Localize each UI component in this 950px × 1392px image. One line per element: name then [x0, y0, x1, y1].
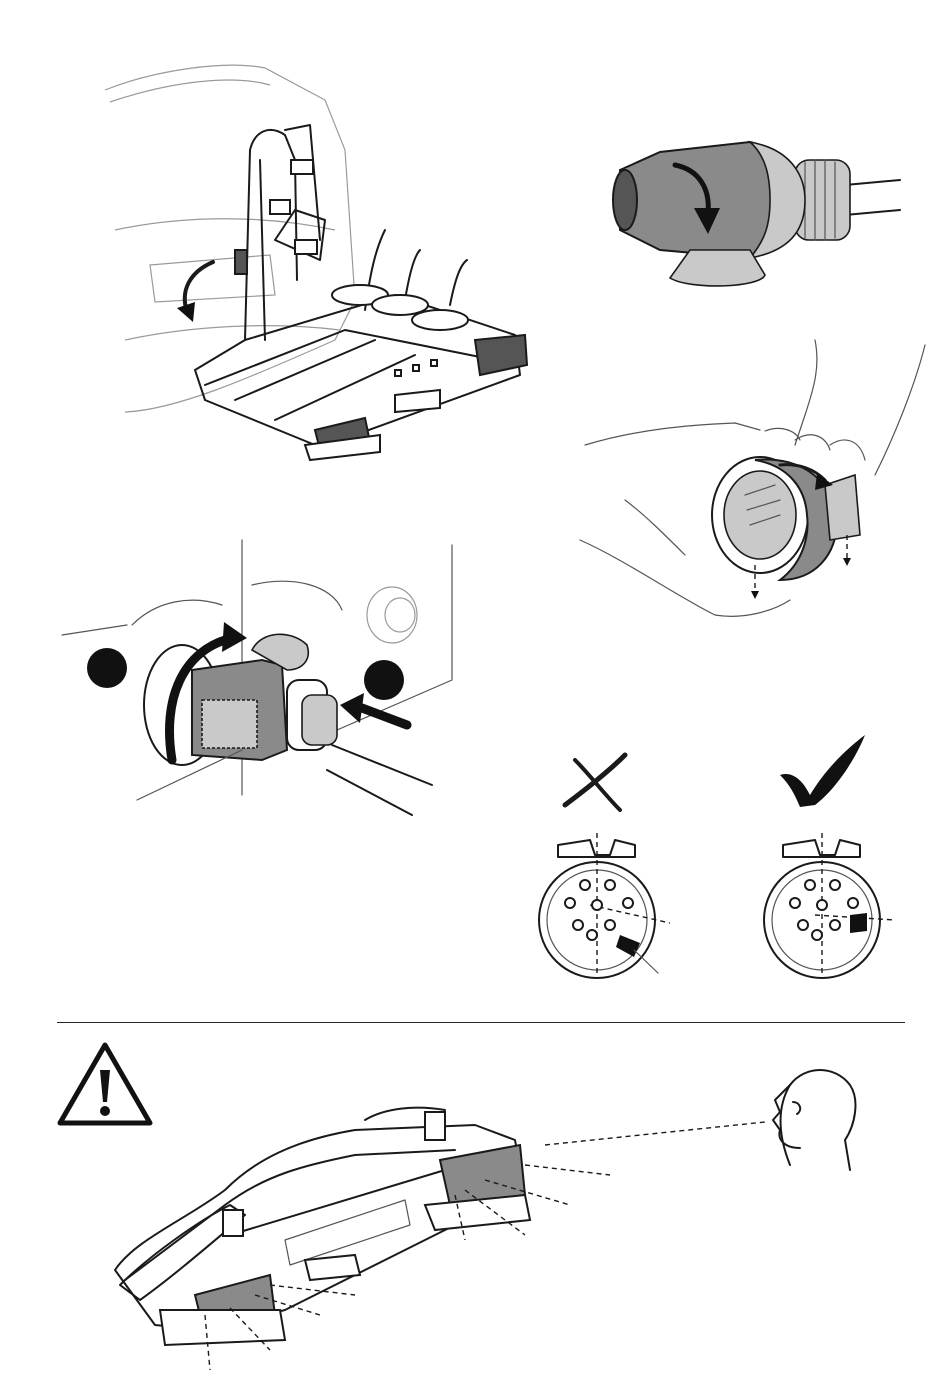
pin-check-correct-figure: [755, 735, 905, 990]
plug-rotate-figure: [600, 130, 910, 300]
plug-insert-socket-figure: [62, 530, 462, 830]
warning-triangle-icon: [60, 1045, 150, 1123]
cross-icon: [565, 755, 625, 810]
step-2-marker: [364, 660, 404, 700]
pin-check-wrong-figure: [530, 755, 670, 990]
check-icon: [780, 735, 865, 807]
step-1-marker: [87, 648, 127, 688]
bike-carrier-on-car-figure: [95, 40, 555, 465]
person-head-icon: [773, 1070, 855, 1170]
warning-lights-check-figure: [55, 1040, 915, 1390]
hands-disassemble-plug-figure: [575, 335, 935, 635]
section-divider: [57, 1022, 905, 1023]
